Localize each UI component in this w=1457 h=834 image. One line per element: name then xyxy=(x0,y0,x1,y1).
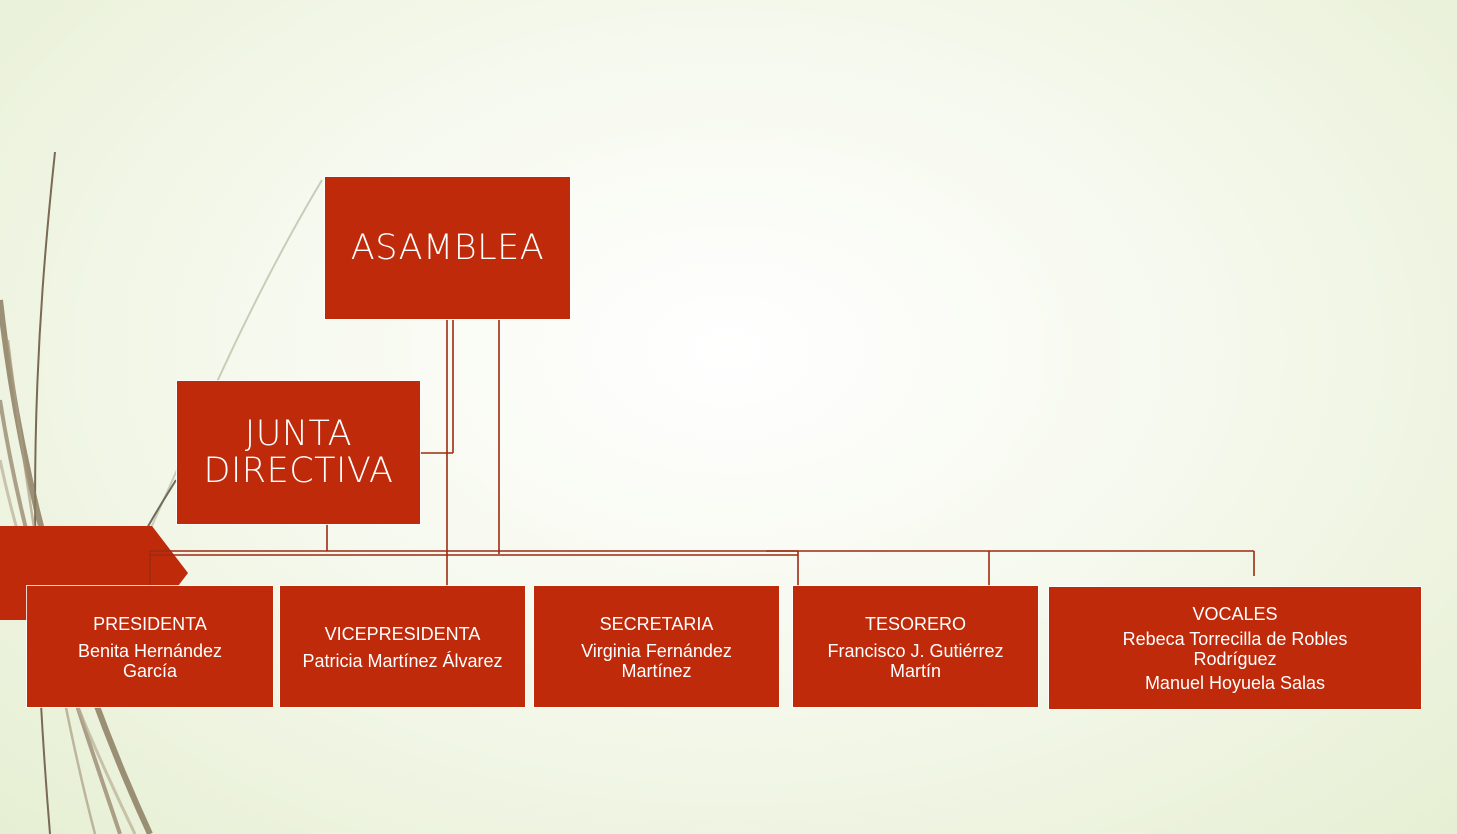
decorative-stroke xyxy=(145,479,177,531)
asamblea-label: ASAMBLEA xyxy=(350,227,545,268)
decorative-stroke xyxy=(34,151,56,834)
tesorero-box: TESORERO Francisco J. Gutiérrez Martín xyxy=(793,586,1038,707)
junta-directiva-box: JUNTA DIRECTIVA xyxy=(177,381,420,524)
secretaria-box: SECRETARIA Virginia Fernández Martínez xyxy=(534,586,779,707)
presidenta-box: PRESIDENTA Benita Hernández García xyxy=(27,586,273,707)
role-label: TESORERO xyxy=(864,613,966,634)
member-name: Francisco J. Gutiérrez Martín xyxy=(827,640,1004,681)
vicepresidenta-box: VICEPRESIDENTA Patricia Martínez Álvarez xyxy=(280,586,525,707)
member-name: Benita Hernández García xyxy=(77,640,223,681)
asamblea-box: ASAMBLEA xyxy=(325,177,570,319)
member-name: Patricia Martínez Álvarez xyxy=(302,650,503,671)
vocales-box: VOCALES Rebeca Torrecilla de Robles Rodr… xyxy=(1049,587,1421,709)
member-name: Virginia Fernández Martínez xyxy=(581,640,732,681)
role-label: SECRETARIA xyxy=(599,613,714,634)
junta-directiva-label: JUNTA DIRECTIVA xyxy=(203,414,394,491)
role-label: VOCALES xyxy=(1192,604,1278,624)
role-label: VICEPRESIDENTA xyxy=(324,623,481,644)
member-name: Rebeca Torrecilla de Robles Rodríguez xyxy=(1122,629,1348,669)
role-label: PRESIDENTA xyxy=(93,613,207,634)
member-name: Manuel Hoyuela Salas xyxy=(1144,673,1326,693)
decorative-stroke xyxy=(149,179,323,531)
